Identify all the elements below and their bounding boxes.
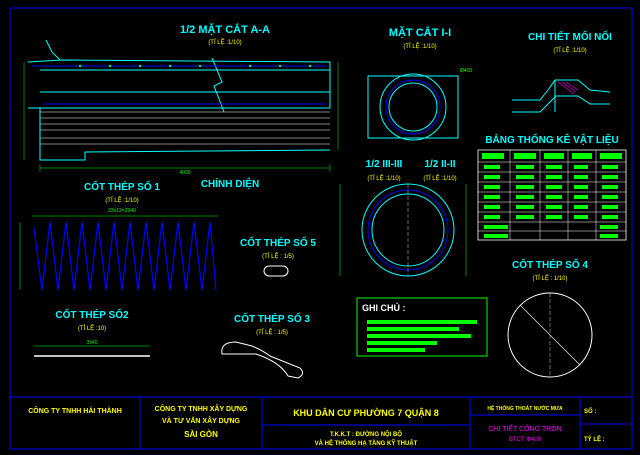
project-name: KHU DÂN CƯ PHƯỜNG 7 QUẬN 8 bbox=[293, 407, 439, 418]
title-block: CÔNG TY TNHH HẢI THÀNH CÔNG TY TNHH XÂY … bbox=[28, 404, 604, 447]
design-line2: VÀ HỆ THỐNG HẠ TẦNG KỸ THUẬT bbox=[315, 439, 418, 447]
section-i-scale: (TỈ LỆ :1/10) bbox=[403, 42, 436, 50]
joint-detail-view: CHI TIẾT MỐI NỐI (TỈ LỆ :1/10) bbox=[512, 29, 612, 113]
company-2-line2: VÀ TƯ VẤN XÂY DỰNG bbox=[162, 415, 241, 425]
joint-detail-title: CHI TIẾT MỐI NỐI bbox=[528, 29, 612, 43]
company-2-line3: SÀI GÒN bbox=[184, 430, 218, 439]
rebar-2-dimension: 3940 bbox=[86, 340, 97, 346]
section-iii-title: 1/2 III-III bbox=[366, 159, 403, 170]
rebar-1-title: CỐT THÉP SỐ 1 bbox=[84, 179, 160, 193]
rebar-2-title: CỐT THÉP SỐ2 bbox=[55, 307, 129, 321]
company-1: CÔNG TY TNHH HẢI THÀNH bbox=[28, 406, 122, 415]
section-aa-view: 1/2 MẶT CẮT A-A (TỈ LỆ :1/10) bbox=[23, 23, 339, 176]
notes-title: GHI CHÚ : bbox=[362, 302, 406, 313]
rebar-5-scale: (TỈ LỆ : 1/5) bbox=[262, 252, 294, 260]
section-i-title: MẶT CẮT I-I bbox=[389, 26, 451, 39]
drawing-name-line1: CHI TIẾT CỐNG TRÒN bbox=[488, 423, 562, 433]
notes-block: GHI CHÚ : bbox=[356, 297, 488, 357]
company-2-line1: CÔNG TY TNHH XÂY DỰNG bbox=[155, 404, 248, 413]
rebar-1-dimension: 23x12=2940 bbox=[108, 208, 136, 214]
rebar-3-view: CỐT THÉP SỐ 3 (TỈ LỆ : 1/5) bbox=[221, 311, 310, 379]
rebar-5-view: CỐT THÉP SỐ 5 (TỈ LỆ : 1/5) bbox=[240, 235, 316, 277]
rebar-1-view: CỐT THÉP SỐ 1 (TỈ LỆ :1/10) 23x12=2940 bbox=[19, 179, 218, 291]
section-i-dimension: Ø400 bbox=[460, 68, 472, 74]
elevation-title: CHÍNH DIỆN bbox=[201, 177, 259, 190]
section-aa-title: 1/2 MẶT CẮT A-A bbox=[180, 23, 270, 36]
rebar-3-title: CỐT THÉP SỐ 3 bbox=[234, 311, 310, 325]
rebar-3-scale: (TỈ LỆ : 1/5) bbox=[256, 328, 288, 336]
scale-label: TỶ LỆ : bbox=[584, 435, 605, 443]
rebar-4-title: CỐT THÉP SỐ 4 bbox=[512, 257, 588, 271]
joint-detail-scale: (TỈ LỆ :1/10) bbox=[553, 46, 586, 54]
design-line1: T.K.K.T : ĐƯỜNG NỘI BỘ bbox=[330, 430, 402, 438]
section-ii-scale: (TỈ LỆ :1/10) bbox=[423, 174, 456, 182]
rebar-5-title: CỐT THÉP SỐ 5 bbox=[240, 235, 316, 249]
rebar-2-view: CỐT THÉP SỐ2 (TỈ LỆ :10) 3940 bbox=[34, 307, 150, 357]
material-table: BẢNG THỐNG KÊ VẬT LIỆU bbox=[477, 132, 627, 241]
system-name: HỆ THỐNG THOÁT NƯỚC MƯA bbox=[487, 404, 563, 412]
material-table-title: BẢNG THỐNG KÊ VẬT LIỆU bbox=[485, 132, 618, 146]
drawing-frame bbox=[9, 7, 633, 450]
section-i-view: MẶT CẮT I-I (TỈ LỆ :1/10) Ø400 bbox=[367, 26, 472, 141]
section-iii-view: 1/2 III-III (TỈ LỆ :1/10) 1/2 II-II (TỈ … bbox=[339, 159, 467, 277]
rebar-2-scale: (TỈ LỆ :10) bbox=[78, 324, 106, 332]
sheet-number-label: SỐ : bbox=[584, 408, 596, 415]
rebar-1-scale: (TỈ LỆ :1/10) bbox=[105, 196, 138, 204]
section-aa-scale: (TỈ LỆ :1/10) bbox=[208, 38, 241, 46]
drawing-name-line2: BTCT Φ400 bbox=[509, 437, 542, 443]
rebar-4-scale: (TỈ LỆ : 1/10) bbox=[532, 274, 567, 282]
section-ii-title: 1/2 II-II bbox=[424, 159, 455, 170]
section-iii-scale: (TỈ LỆ :1/10) bbox=[367, 174, 400, 182]
dimension-length-total: 4000 bbox=[179, 170, 190, 176]
rebar-4-view: CỐT THÉP SỐ 4 (TỈ LỆ : 1/10) bbox=[507, 257, 593, 378]
